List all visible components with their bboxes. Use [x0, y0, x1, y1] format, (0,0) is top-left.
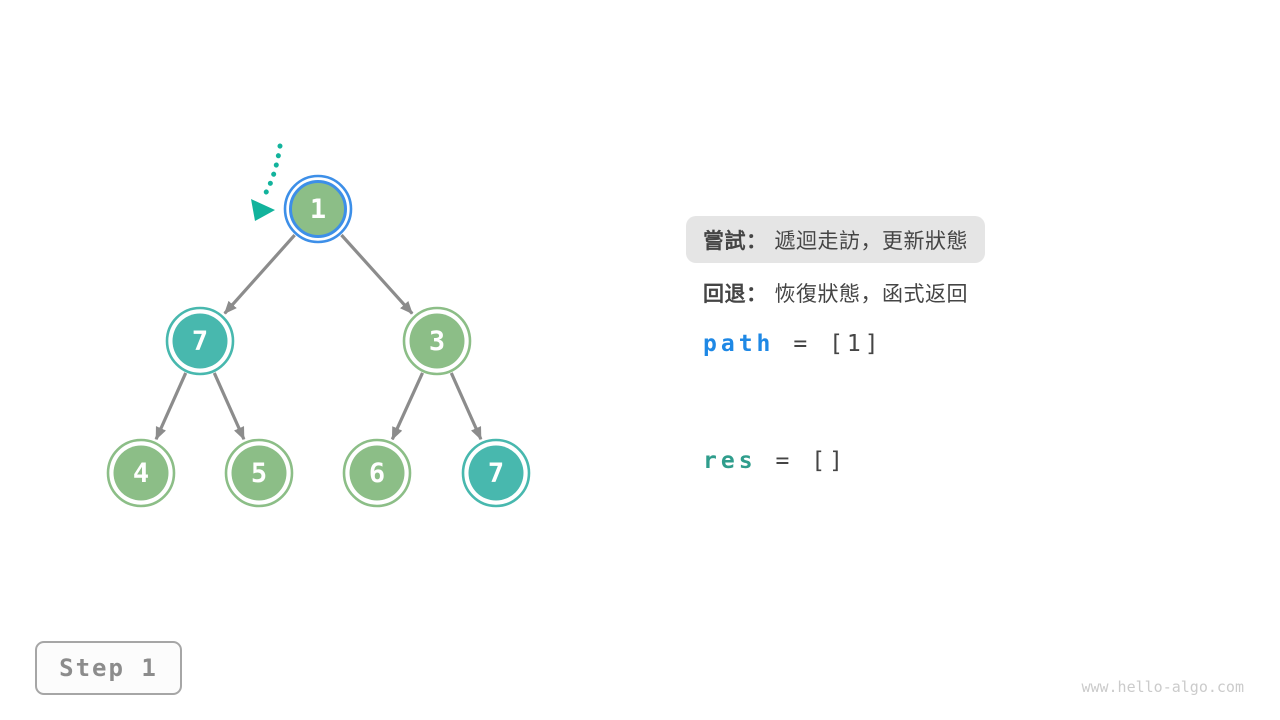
tree-node-7: 7	[461, 438, 531, 508]
tree-edge-7-5	[212, 372, 246, 441]
tree-edge-3-7	[449, 372, 483, 441]
node-value: 4	[133, 458, 149, 489]
tree-node-5: 5	[224, 438, 294, 508]
entry-pointer-arrowhead-icon	[251, 199, 275, 221]
tree-node-6: 6	[342, 438, 412, 508]
node-value: 7	[488, 458, 504, 489]
res-variable: res	[703, 447, 757, 474]
backtrack-line: 回退： 恢復狀態，函式返回	[703, 269, 968, 316]
backtrack-label: 回退：	[703, 282, 768, 306]
tree-edge-1-3	[340, 233, 414, 315]
path-variable: path	[703, 330, 775, 357]
step-label: Step 1	[59, 654, 158, 682]
entry-pointer-dotted-line	[259, 143, 283, 202]
node-value: 6	[369, 458, 385, 489]
tree-edge-7-4	[154, 372, 188, 441]
path-value: = [1]	[793, 330, 883, 357]
node-value: 3	[429, 326, 445, 357]
node-value: 1	[310, 194, 326, 225]
tree-edge-1-7	[223, 234, 296, 315]
tree-node-4: 4	[106, 438, 176, 508]
backtrack-text: 恢復狀態，函式返回	[774, 282, 968, 306]
node-value: 5	[251, 458, 267, 489]
try-label: 嘗試：	[703, 229, 768, 253]
step-badge: Step 1	[35, 641, 182, 695]
node-value: 7	[192, 326, 208, 357]
path-state-line: path = [1]	[703, 320, 883, 367]
tree-node-7: 7	[165, 306, 235, 376]
try-text: 遞迴走訪，更新狀態	[774, 229, 968, 253]
try-callout: 嘗試： 遞迴走訪，更新狀態	[686, 216, 985, 263]
res-value: = []	[775, 447, 847, 474]
tree-edge-3-6	[390, 372, 424, 441]
watermark: www.hello-algo.com	[1081, 678, 1244, 696]
tree-node-1: 1	[283, 174, 353, 244]
res-state-line: res = []	[703, 437, 847, 484]
tree-node-3: 3	[402, 306, 472, 376]
